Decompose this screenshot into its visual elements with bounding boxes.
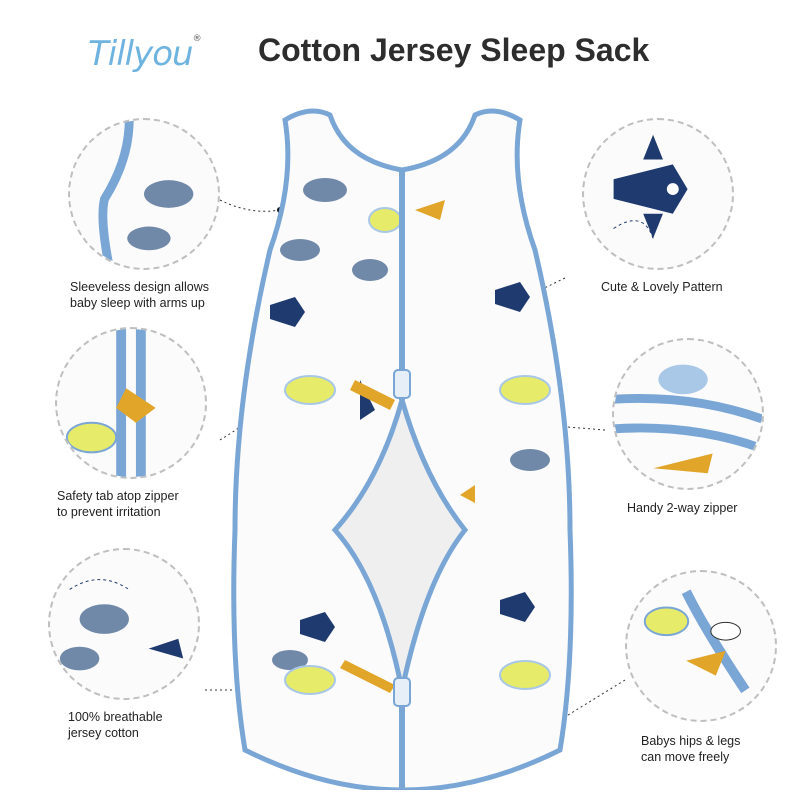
feature-image-pattern <box>582 118 734 270</box>
feature-image-safety-tab <box>55 327 207 479</box>
feature-image-hips <box>625 570 777 722</box>
sleep-sack-image <box>231 108 574 790</box>
caption-hips: Babys hips & legs can move freely <box>641 734 741 764</box>
feature-image-zipper <box>612 338 764 490</box>
caption-breathable: 100% breathable jersey cotton <box>68 710 163 740</box>
caption-pattern: Cute & Lovely Pattern <box>601 280 723 294</box>
brand-logo: Tillyou® <box>88 34 202 74</box>
caption-zipper: Handy 2-way zipper <box>627 501 738 515</box>
page-title: Cotton Jersey Sleep Sack <box>258 32 650 68</box>
caption-sleeveless: Sleeveless design allows baby sleep with… <box>70 280 209 310</box>
caption-safety-tab: Safety tab atop zipper to prevent irrita… <box>57 489 179 519</box>
feature-image-sleeveless <box>68 118 220 270</box>
header: Tillyou® Cotton Jersey Sleep Sack <box>0 26 800 86</box>
feature-image-breathable <box>48 548 200 700</box>
